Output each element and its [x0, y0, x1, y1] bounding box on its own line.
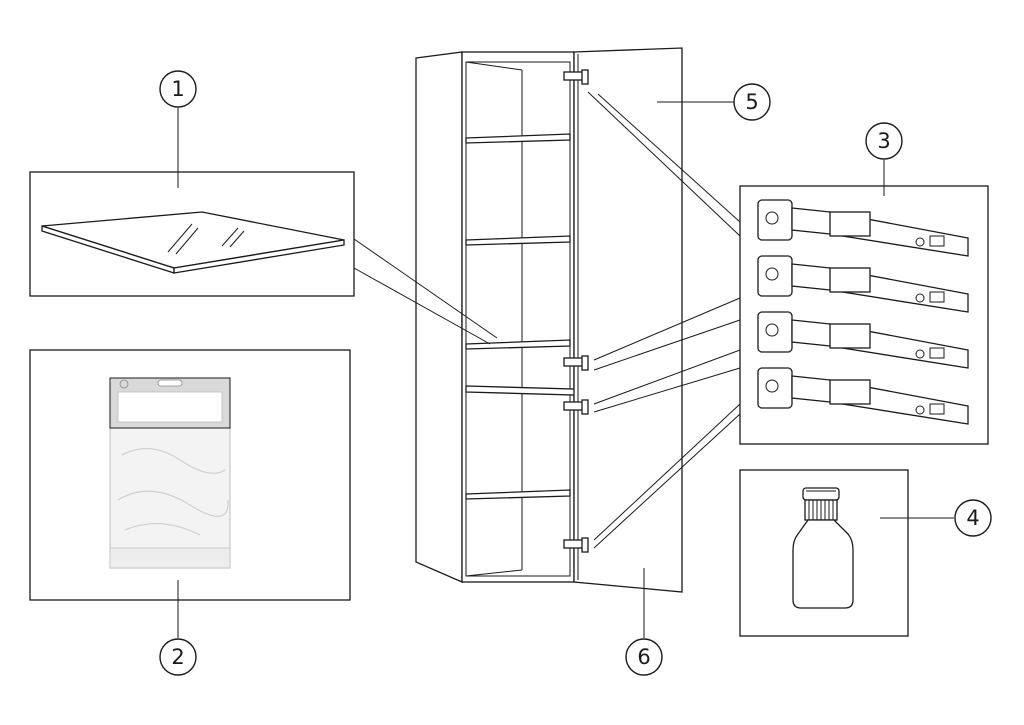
callout-1: 1	[159, 70, 197, 108]
glass-shelf	[41, 211, 345, 274]
callout-1-label: 1	[171, 77, 184, 101]
callout-5: 5	[733, 83, 771, 121]
callout-4-label: 4	[966, 506, 979, 530]
callout-2-label: 2	[171, 645, 184, 669]
hinge-set	[757, 199, 969, 425]
callout-5-label: 5	[745, 90, 758, 114]
cabinet-frame	[461, 51, 575, 583]
cabinet-side-panel	[415, 51, 463, 583]
callout-6: 6	[625, 638, 663, 676]
callout-6-label: 6	[637, 645, 650, 669]
bottle	[792, 487, 854, 609]
hinge-2	[757, 255, 969, 313]
cabinet-hinges	[563, 69, 589, 553]
cabinet-opening	[465, 61, 571, 577]
cabinet	[415, 47, 683, 593]
hinge-3	[757, 311, 969, 369]
callout-2: 2	[159, 638, 197, 676]
callout-3-label: 3	[877, 129, 890, 153]
hinge-1	[757, 199, 969, 257]
callout-4: 4	[954, 499, 992, 537]
hinge-4	[757, 367, 969, 425]
fittings-bag	[109, 377, 231, 569]
callout-3: 3	[865, 122, 903, 160]
